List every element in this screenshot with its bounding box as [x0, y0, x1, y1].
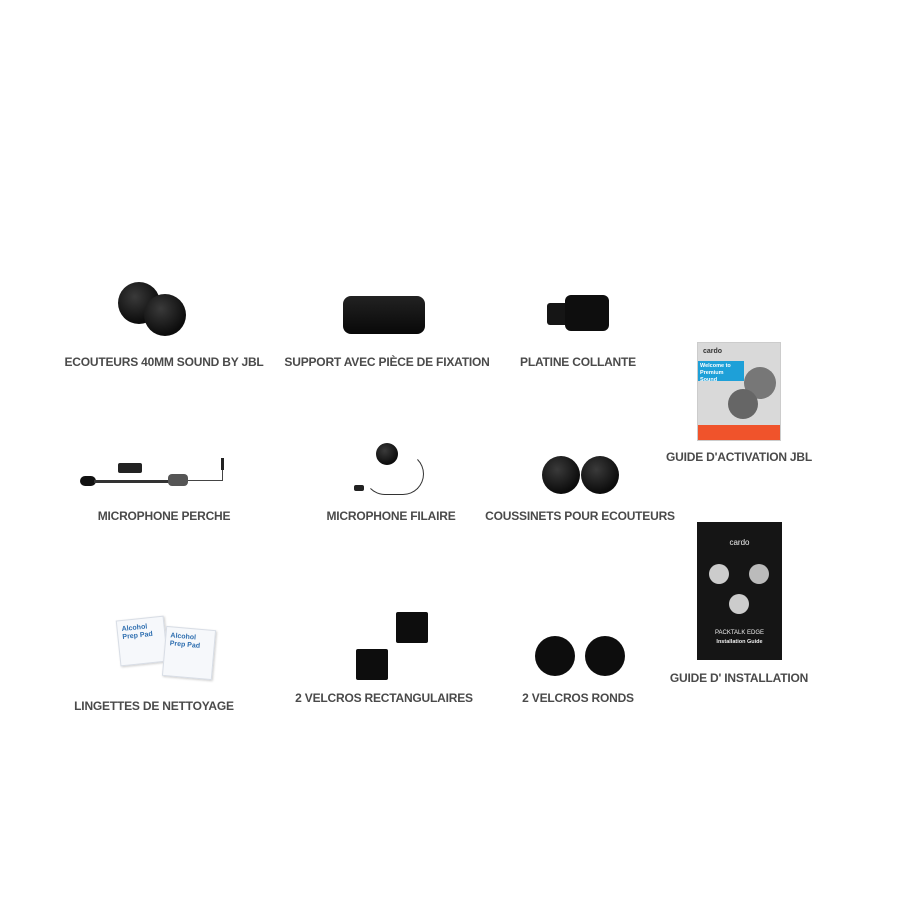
- mount-bracket-image: [343, 296, 425, 334]
- item-label-mount: SUPPORT AVEC PIÈCE DE FIXATION: [284, 355, 490, 369]
- item-label-jbl-guide: GUIDE D'ACTIVATION JBL: [665, 450, 813, 464]
- foam-cushion-right: [581, 456, 619, 494]
- jbl-activation-guide-image: cardo Welcome to Premium Sound: [697, 342, 781, 441]
- velcro-round-2: [585, 636, 625, 676]
- velcro-rect-1: [396, 612, 428, 643]
- jbl-speakers-image: [118, 282, 193, 342]
- item-label-cushions: COUSSINETS POUR ECOUTEURS: [485, 509, 675, 523]
- alcohol-pad-1: Alcohol Prep Pad: [115, 615, 169, 667]
- item-label-speakers: ECOUTEURS 40MM SOUND BY JBL: [64, 355, 264, 369]
- foam-cushion-left: [542, 456, 580, 494]
- item-label-plate: PLATINE COLLANTE: [520, 355, 636, 369]
- installation-guide-image: cardo PACKTALK EDGE Installation Guide: [697, 522, 782, 660]
- item-label-boom-mic: MICROPHONE PERCHE: [97, 509, 231, 523]
- boom-microphone-image: [80, 458, 230, 492]
- item-label-install-guide: GUIDE D' INSTALLATION: [669, 671, 809, 685]
- velcro-round-1: [535, 636, 575, 676]
- wired-microphone-image: [354, 443, 426, 495]
- velcro-rect-2: [356, 649, 388, 680]
- item-label-round-velcros: 2 VELCROS RONDS: [522, 691, 634, 705]
- adhesive-plate-image: [547, 295, 611, 333]
- item-label-rect-velcros: 2 VELCROS RECTANGULAIRES: [295, 691, 473, 705]
- alcohol-pad-2: Alcohol Prep Pad: [161, 625, 217, 681]
- item-label-wipes: LINGETTES DE NETTOYAGE: [74, 699, 234, 713]
- item-label-wired-mic: MICROPHONE FILAIRE: [326, 509, 456, 523]
